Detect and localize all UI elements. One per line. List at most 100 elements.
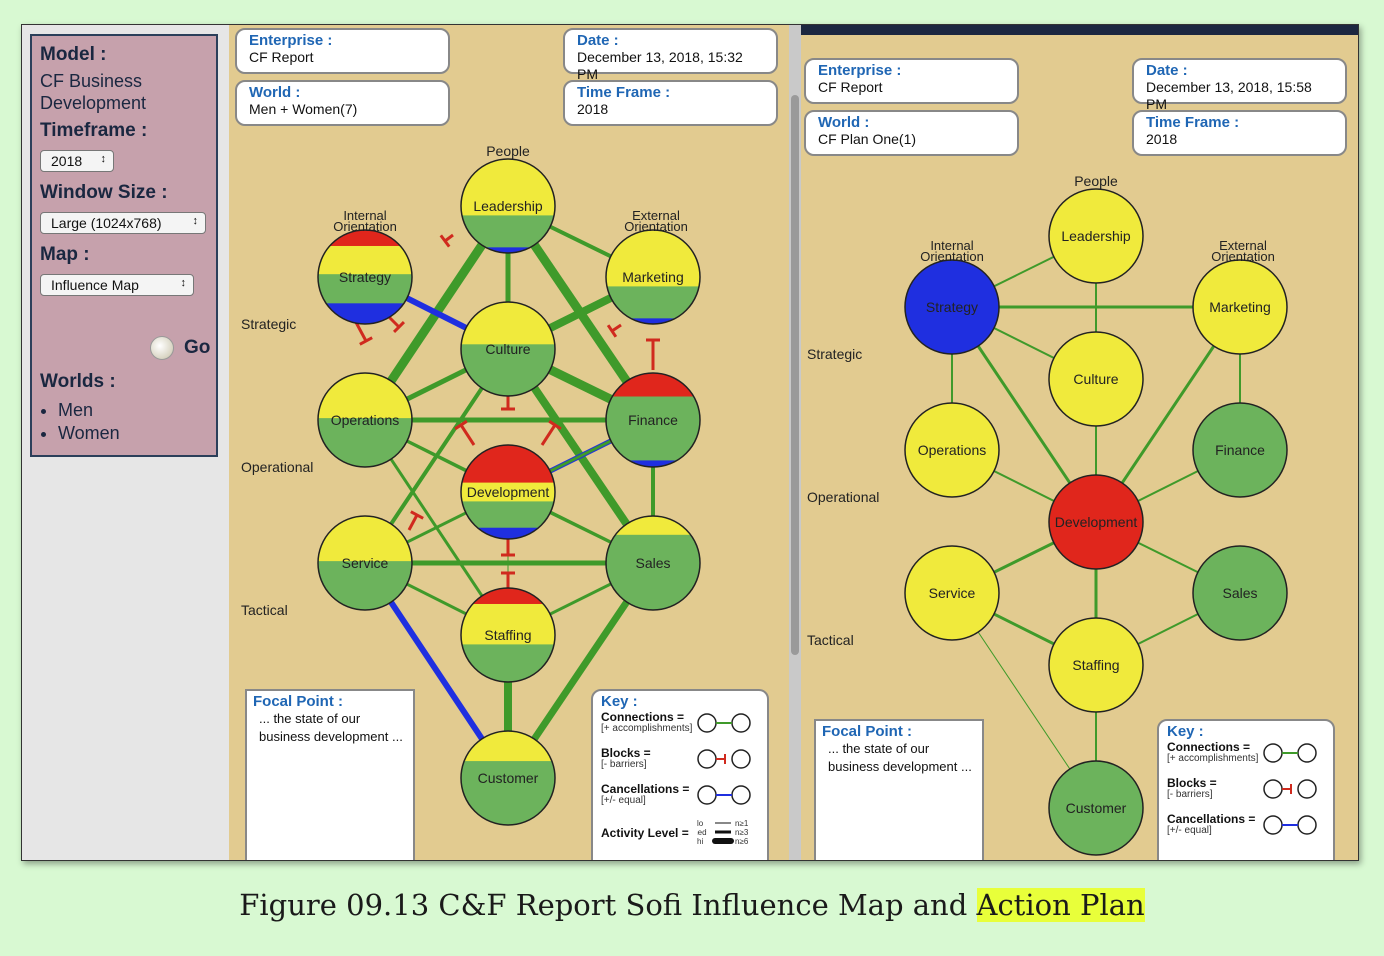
node-culture-label: Culture — [1073, 371, 1118, 387]
level-operational-label: Operational — [807, 489, 879, 505]
node-culture-label: Culture — [485, 341, 530, 357]
key-med: med — [697, 828, 707, 837]
caption-text: Figure 09.13 C&F Report Sofi Influence M… — [239, 888, 977, 922]
worlds-section: Worlds : Men Women — [40, 371, 120, 445]
select-arrows-icon: ↕ — [192, 215, 199, 227]
node-marketing — [1192, 259, 1288, 355]
scrollbar-thumb[interactable] — [791, 95, 799, 655]
node-strategy-label: Strategy — [926, 299, 978, 315]
key-connections-sub: [+ accomplishments] — [601, 723, 693, 734]
key-n6: n≥6 — [735, 837, 749, 846]
node-sales — [1192, 545, 1288, 641]
key-row-blocks: Blocks = [- barriers] — [601, 746, 759, 782]
world-box: World : CF Plan One(1) — [804, 110, 1019, 156]
node-customer-label: Customer — [1066, 800, 1127, 816]
model-label: Model : — [40, 44, 107, 65]
node-sales-stripe-1 — [606, 534, 700, 610]
timeframe-value: 2018 — [577, 101, 609, 117]
key-lo: lo — [697, 819, 704, 828]
map-select-value: Influence Map — [51, 277, 139, 293]
timeframe-select[interactable]: 2018 ↕ — [40, 150, 114, 172]
node-service-label: Service — [929, 585, 976, 601]
block-bar-10 — [410, 510, 424, 520]
enterprise-box: Enterprise : CF Report — [804, 58, 1019, 104]
date-value: December 13, 2018, 15:32 PM — [577, 49, 743, 82]
key-activity-label: Activity Level = — [601, 826, 689, 840]
group-people-label: People — [1074, 173, 1118, 189]
enterprise-label: Enterprise : — [249, 32, 333, 49]
node-strategy-outline — [317, 229, 413, 325]
action-plan-panel: Enterprise : CF Report World : CF Plan O… — [801, 25, 1358, 860]
key-n3: n≥3 — [735, 828, 749, 837]
node-leadership-label: Leadership — [473, 198, 542, 214]
go-radio-button[interactable] — [150, 336, 174, 360]
node-customer-outline — [460, 730, 556, 826]
node-marketing-stripe-1 — [606, 286, 700, 319]
block-stem-0 — [444, 233, 454, 243]
key-cancellations-label: Cancellations = — [1167, 812, 1256, 826]
node-customer-stripe-0 — [461, 731, 555, 762]
group-internal-label-2: Orientation — [333, 219, 397, 234]
node-leadership-label: Leadership — [1061, 228, 1130, 244]
enterprise-box: Enterprise : CF Report — [235, 28, 450, 74]
go-control[interactable]: Go — [150, 336, 210, 360]
node-development-label: Development — [1055, 514, 1138, 530]
node-service-label: Service — [342, 555, 389, 571]
group-external-label-2: Orientation — [624, 219, 688, 234]
key-title: Key : — [601, 693, 638, 710]
block-stem-4 — [611, 323, 622, 333]
block-bar-1 — [359, 336, 373, 346]
world-item-women[interactable]: Women — [58, 422, 120, 445]
node-operations-outline — [317, 372, 413, 468]
key-hi: hi — [697, 837, 703, 846]
group-people-label: People — [486, 143, 530, 159]
node-development-stripe-1 — [461, 482, 555, 502]
world-label: World : — [818, 114, 870, 131]
influence-map-panel: Enterprise : CF Report World : Men + Wom… — [229, 25, 789, 860]
world-item-men[interactable]: Men — [58, 399, 120, 422]
worlds-label: Worlds : — [40, 371, 116, 392]
timeframe-box: Time Frame : 2018 — [563, 80, 778, 126]
node-strategy — [318, 230, 412, 324]
node-staffing-stripe-2 — [461, 644, 555, 682]
map-select[interactable]: Influence Map ↕ — [40, 274, 194, 296]
node-culture-outline — [460, 301, 556, 397]
key-connections-label: Connections = — [601, 710, 685, 724]
key-connections-sub: [+ accomplishments] — [1167, 753, 1259, 764]
node-sales-outline — [605, 515, 701, 611]
node-customer-label: Customer — [478, 770, 539, 786]
connection-symbol-icon — [697, 713, 751, 733]
panel-scrollbar[interactable] — [789, 25, 801, 860]
enterprise-value: CF Report — [818, 79, 883, 95]
node-marketing-stripe-2 — [606, 318, 700, 324]
enterprise-value: CF Report — [249, 49, 314, 65]
node-staffing-stripe-1 — [461, 603, 555, 645]
date-box: Date : December 13, 2018, 15:58 PM — [1132, 58, 1347, 112]
go-label: Go — [184, 337, 211, 358]
block-stem-8 — [540, 424, 557, 446]
key-cancellations-sub: [+/- equal] — [601, 795, 646, 806]
key-n1: n≥1 — [735, 819, 749, 828]
node-culture — [1048, 331, 1144, 427]
node-sales-label: Sales — [1222, 585, 1257, 601]
block-symbol-icon — [1263, 779, 1317, 799]
node-finance-outline — [605, 372, 701, 468]
focal-point-value: ... the state of our business developmen… — [259, 711, 403, 744]
group-external-label-2: Orientation — [1211, 249, 1275, 264]
level-tactical-label: Tactical — [241, 602, 288, 618]
node-finance-stripe-2 — [606, 460, 700, 467]
node-finance-label: Finance — [628, 412, 678, 428]
level-operational-label: Operational — [241, 459, 313, 475]
node-development-outline — [460, 444, 556, 540]
block-bar-7 — [454, 419, 468, 431]
block-bar-8 — [548, 419, 562, 431]
node-sales-label: Sales — [635, 555, 670, 571]
focal-point-value: ... the state of our business developmen… — [828, 741, 972, 774]
world-value: CF Plan One(1) — [818, 131, 917, 147]
window-size-select[interactable]: Large (1024x768) ↕ — [40, 212, 206, 234]
map-label: Map : — [40, 244, 90, 265]
world-value: Men + Women(7) — [249, 101, 358, 117]
block-symbol-icon — [697, 749, 751, 769]
